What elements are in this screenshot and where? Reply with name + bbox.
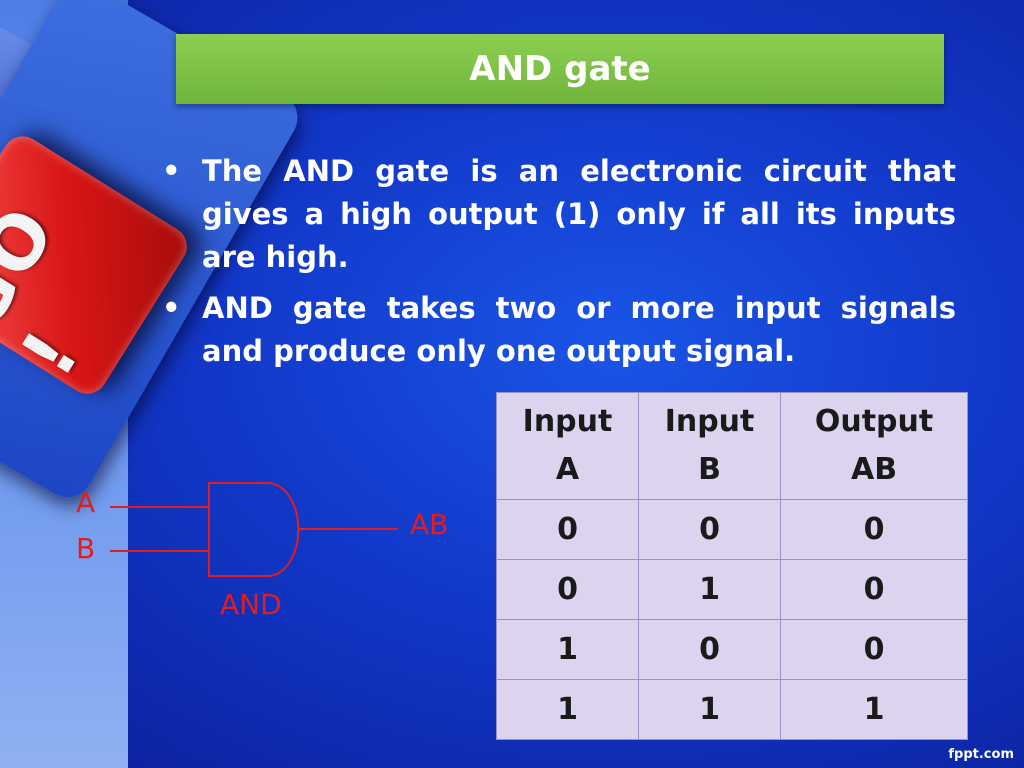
and-gate-diagram: A B AB AND [76,482,448,621]
header-line: AB [850,452,898,487]
table-row: 1 1 1 [495,679,968,740]
header-line: Input [522,404,613,439]
table-cell: 1 [638,679,782,740]
bullet-dot: • [162,291,181,325]
footer-watermark: fppt.com [948,747,1014,762]
bullet-dot: • [162,154,181,188]
header-line: Output [814,404,934,439]
and-gate-symbol [208,482,300,577]
header-line: B [698,452,721,487]
bullet-item: • The AND gate is an electronic circuit … [160,150,956,279]
input-a-label: A [76,486,95,519]
gate-name-label: AND [220,588,282,621]
table-row: 0 1 0 [495,559,968,620]
header-line: Input [664,404,755,439]
table-cell: 0 [638,499,782,560]
bullet-text: AND gate takes two or more input signals… [202,291,956,368]
bullet-item: • AND gate takes two or more input signa… [160,287,956,373]
header-line: A [555,452,580,487]
table-cell: 1 [495,679,640,740]
table-cell: 0 [495,559,640,620]
table-cell: 0 [780,559,968,620]
table-row: 1 0 0 [495,619,968,680]
table-cell: 1 [638,559,782,620]
table-cell: 1 [495,619,640,680]
input-b-label: B [76,532,95,565]
slide-title: AND gate [469,49,651,89]
bullet-list: • The AND gate is an electronic circuit … [160,150,956,381]
table-row: 0 0 0 [495,499,968,560]
table-cell: 0 [780,619,968,680]
table-cell: 0 [495,499,640,560]
table-cell: 0 [638,619,782,680]
table-cell: 1 [780,679,968,740]
table-cell: 0 [780,499,968,560]
bullet-text: The AND gate is an electronic circuit th… [202,154,956,274]
output-label: AB [410,508,448,541]
title-bar: AND gate [176,34,944,104]
